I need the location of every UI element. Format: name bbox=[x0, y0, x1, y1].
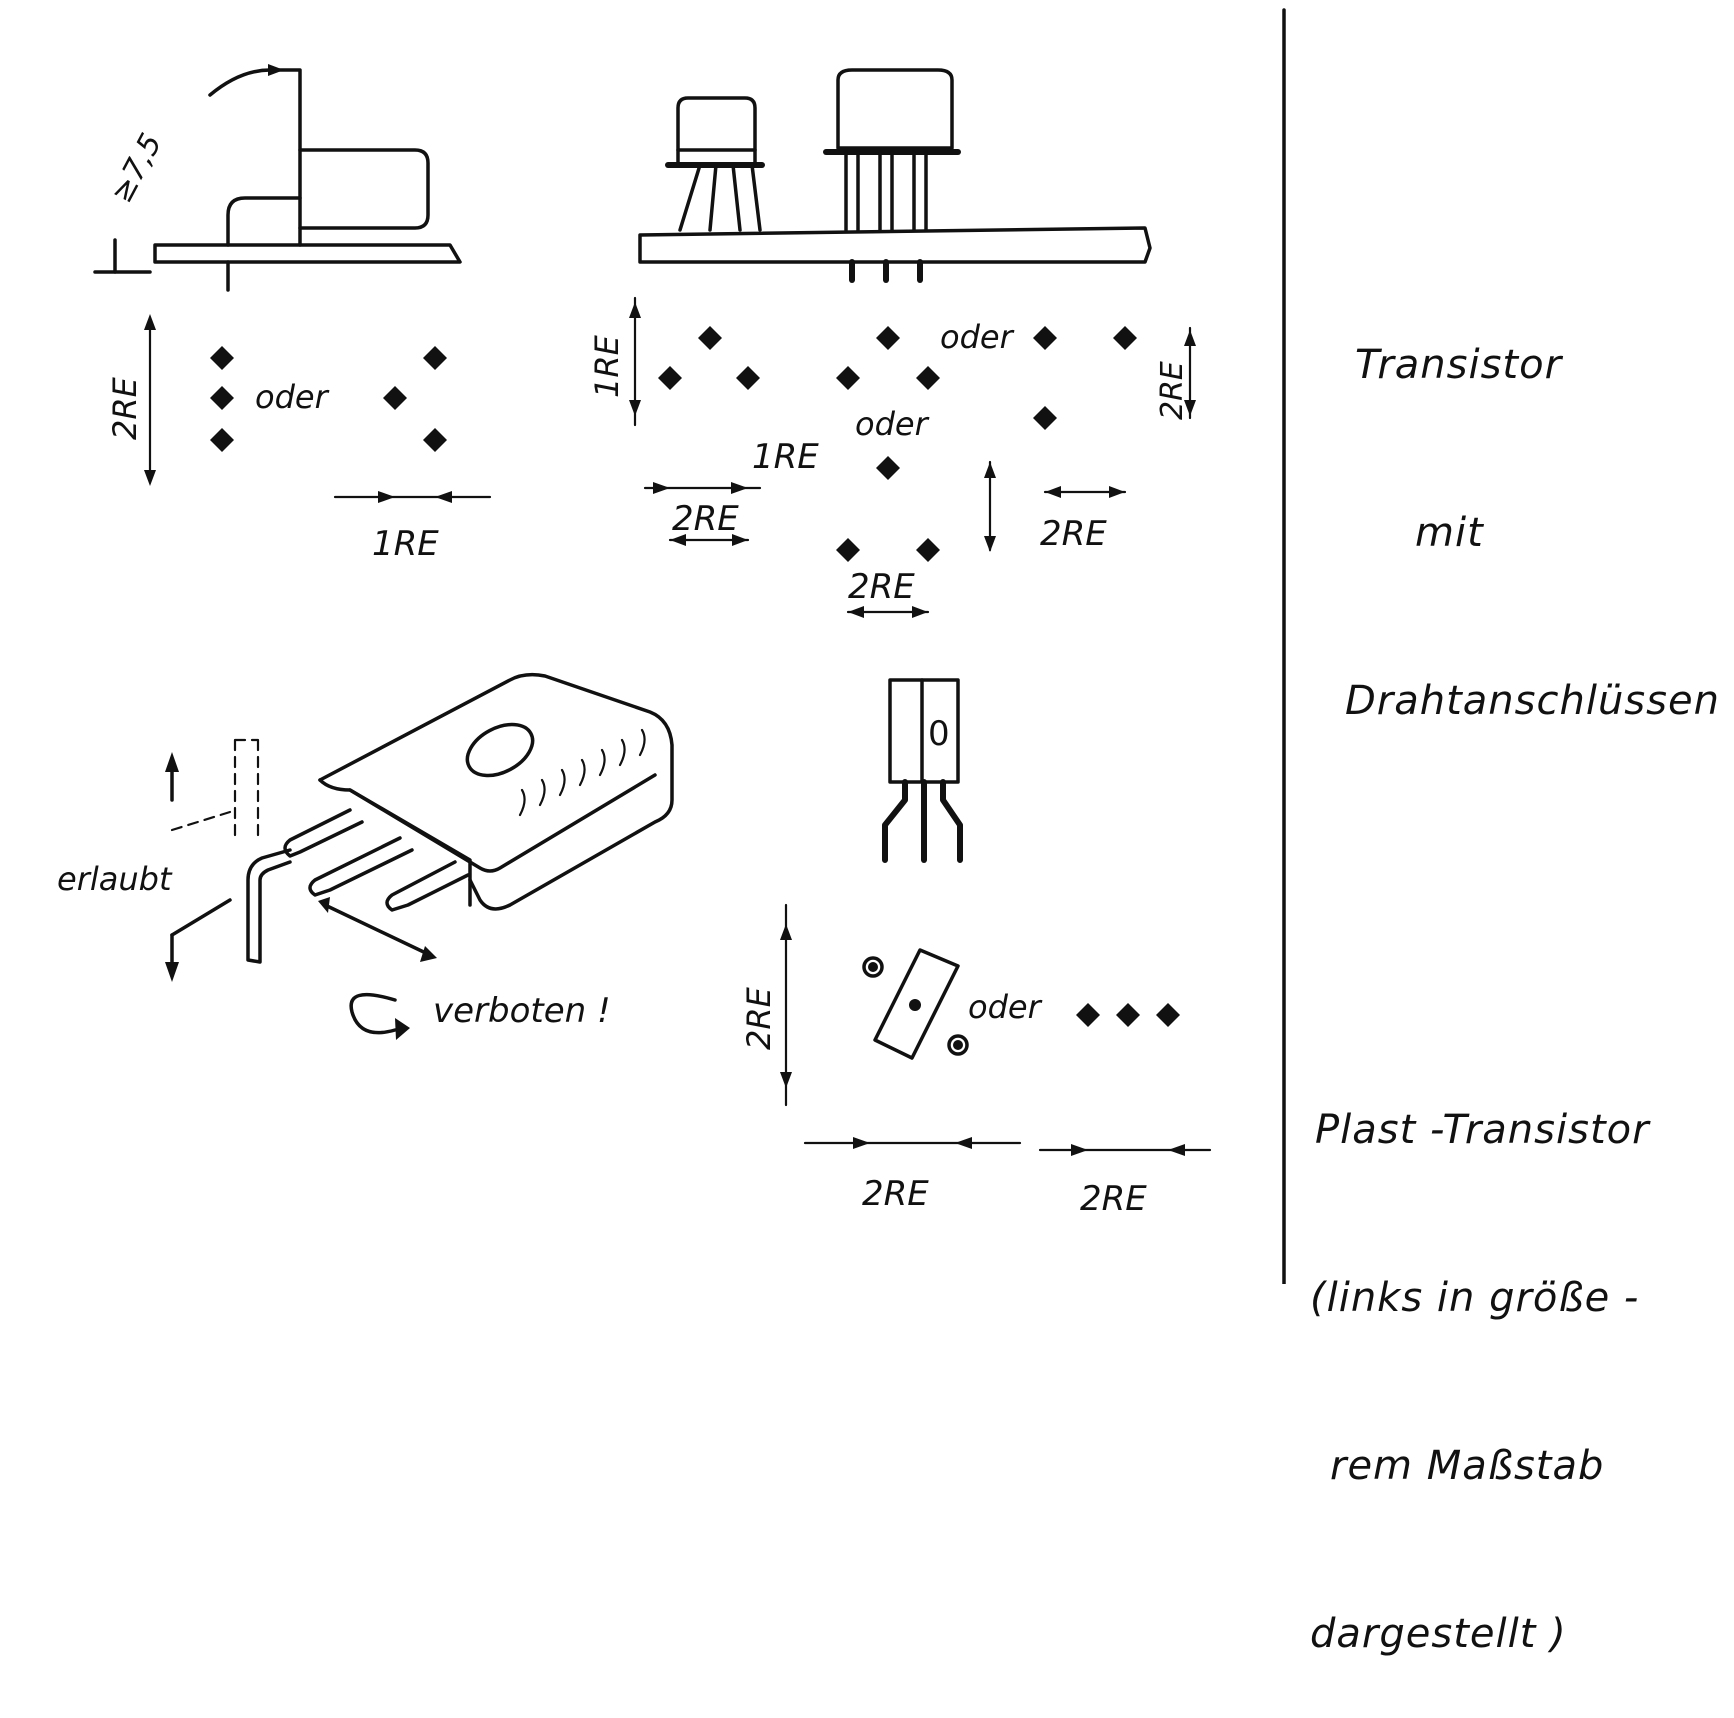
spacing-2re-vertical-e: 2RE bbox=[740, 986, 778, 1050]
oder-label-b1: oder bbox=[940, 318, 1015, 356]
caption-line: rem Maßstab bbox=[1330, 1443, 1605, 1489]
hole-pattern-c: 2RE bbox=[836, 456, 996, 618]
spacing-1re-label-b: 1RE bbox=[752, 437, 819, 477]
caption-wire-transistor: Transistor mit Drahtanschlüssen bbox=[1345, 225, 1720, 785]
caption-plastic-transistor: Plast -Transistor (links in größe - rem … bbox=[1310, 990, 1650, 1718]
caption-line: (links in größe - bbox=[1310, 1275, 1640, 1321]
spacing-2re-label-d: 2RE bbox=[1040, 514, 1107, 554]
oder-label-e: oder bbox=[968, 988, 1043, 1026]
verboten-label: verboten ! bbox=[433, 991, 611, 1031]
caption-line: Drahtanschlüssen bbox=[1345, 678, 1720, 724]
spacing-2re-label-f: 2RE bbox=[1080, 1179, 1147, 1219]
case-mark: 0 bbox=[928, 714, 950, 754]
spacing-2re-vertical-d: 2RE bbox=[1155, 361, 1190, 420]
caption-line: Transistor bbox=[1355, 342, 1563, 388]
spacing-1re-label-a: 1RE bbox=[372, 524, 439, 564]
oder-label-a: oder bbox=[255, 378, 330, 416]
technical-drawing: ≥7,5 2RE oder 1RE bbox=[57, 8, 1286, 1284]
hole-pattern-b: 1RE oder oder 1RE 2RE bbox=[588, 296, 1015, 546]
spacing-2re-label-b: 2RE bbox=[672, 499, 739, 539]
hole-pattern-f: 2RE bbox=[1038, 1003, 1212, 1219]
oder-label-b2: oder bbox=[855, 405, 930, 443]
hole-pattern-e: 2RE oder 2RE bbox=[740, 903, 1043, 1214]
min-height-label: ≥7,5 bbox=[104, 128, 169, 209]
spacing-2re-vertical-a: 2RE bbox=[106, 376, 144, 440]
spacing-2re-label-c: 2RE bbox=[848, 567, 915, 607]
plastic-transistor-perspective: erlaubt verboten ! bbox=[57, 672, 674, 1040]
plastic-transistor-front: 0 bbox=[882, 678, 963, 863]
caption-line: dargestellt ) bbox=[1310, 1611, 1567, 1657]
erlaubt-label: erlaubt bbox=[57, 860, 173, 898]
caption-line: mit bbox=[1415, 510, 1484, 556]
to-cans-on-board bbox=[638, 68, 1152, 283]
caption-line: Plast -Transistor bbox=[1315, 1107, 1650, 1153]
side-view-mounting: ≥7,5 bbox=[93, 64, 462, 292]
hole-pattern-a: 2RE oder 1RE bbox=[106, 314, 492, 564]
spacing-1re-vertical-b: 1RE bbox=[588, 334, 626, 398]
spacing-2re-label-e: 2RE bbox=[862, 1174, 929, 1214]
hole-pattern-d: 2RE 2RE bbox=[1033, 326, 1196, 554]
